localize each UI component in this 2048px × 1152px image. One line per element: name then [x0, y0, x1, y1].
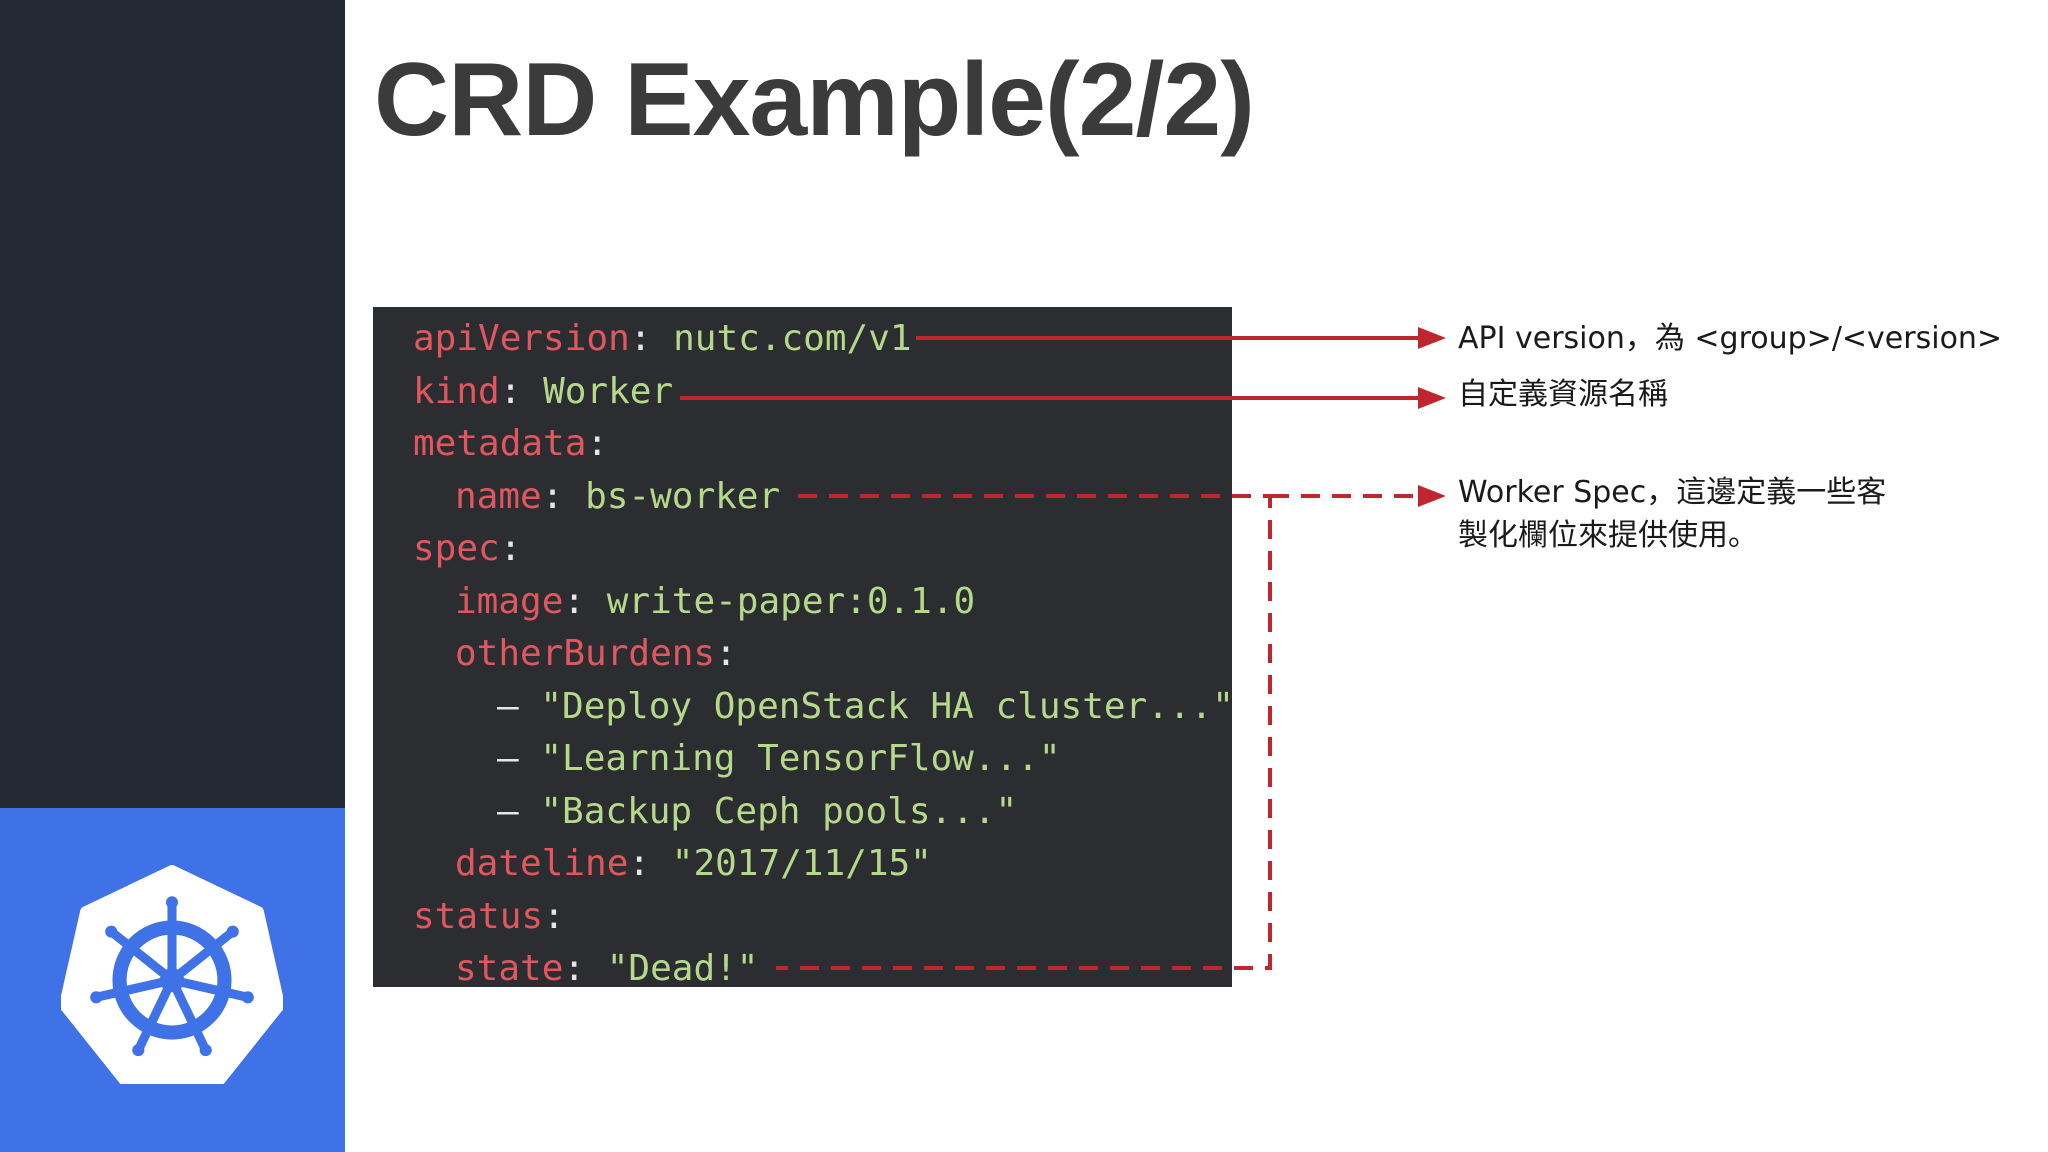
yaml-colon: : [499, 370, 522, 412]
yaml-colon: : [629, 318, 652, 359]
code-line-dateline: dateline: "2017/11/15" [413, 838, 1232, 891]
yaml-key: dateline [455, 843, 629, 884]
yaml-colon: : [715, 633, 737, 674]
spec-annotation-line-1: Worker Spec，這邊定義一些客 [1458, 475, 1887, 510]
api-version-annotation: API version，為 <group>/<version> [1458, 321, 2003, 356]
kubernetes-logo-icon [61, 865, 283, 1084]
kind-arrowhead-icon [1418, 387, 1446, 409]
yaml-key: kind [413, 370, 500, 412]
yaml-dash: – [497, 738, 541, 779]
yaml-key: spec [413, 528, 500, 569]
yaml-value: Worker [543, 370, 674, 412]
yaml-code-block: apiVersion: nutc.com/v1 kind: Worker met… [373, 307, 1234, 989]
yaml-dash: – [497, 790, 541, 832]
code-line-otherburdens: otherBurdens: [413, 628, 1232, 681]
code-line-status: status: [413, 891, 1232, 944]
code-line-spec: spec: [413, 523, 1232, 576]
api-version-arrowhead-icon [1418, 327, 1446, 349]
yaml-value: "2017/11/15" [671, 843, 932, 884]
yaml-value: "Dead!" [606, 948, 759, 989]
yaml-key: apiVersion [413, 318, 630, 359]
code-line-burden-item: – "Deploy OpenStack HA cluster..." [413, 681, 1234, 734]
yaml-value: "Deploy OpenStack HA cluster..." [540, 685, 1234, 727]
yaml-key: status [413, 895, 544, 937]
spec-annotation-line-2: 製化欄位來提供使用。 [1458, 518, 1758, 553]
code-line-metadata: metadata: [413, 418, 1232, 471]
spec-arrowhead-icon [1418, 485, 1446, 507]
code-line-image: image: write-paper:0.1.0 [413, 576, 1232, 629]
yaml-colon: : [586, 423, 609, 464]
yaml-value: "Backup Ceph pools..." [540, 790, 1018, 832]
kind-annotation: 自定義資源名稱 [1458, 377, 1668, 412]
code-line-burden-item: – "Backup Ceph pools..." [413, 786, 1232, 839]
yaml-colon: : [563, 580, 586, 622]
yaml-value: write-paper:0.1.0 [606, 580, 976, 622]
yaml-key: metadata [413, 423, 587, 464]
yaml-colon: : [563, 948, 586, 989]
yaml-key: otherBurdens [455, 633, 716, 674]
yaml-colon: : [628, 843, 651, 884]
yaml-value: "Learning TensorFlow..." [540, 738, 1061, 779]
code-line-burden-item: – "Learning TensorFlow..." [413, 733, 1232, 786]
code-line-apiversion: apiVersion: nutc.com/v1 [413, 313, 1232, 366]
yaml-key: state [455, 948, 564, 989]
yaml-colon: : [541, 475, 564, 517]
yaml-value: nutc.com/v1 [673, 318, 912, 359]
yaml-colon: : [499, 528, 522, 569]
sidebar-dark-panel [0, 0, 345, 808]
yaml-dash: – [497, 685, 541, 727]
code-line-name: name: bs-worker [413, 471, 1232, 524]
yaml-key: image [455, 580, 564, 622]
yaml-colon: : [543, 895, 565, 937]
yaml-key: name [455, 475, 542, 517]
yaml-value: bs-worker [585, 475, 781, 517]
code-line-kind: kind: Worker [413, 366, 1232, 419]
code-line-state: state: "Dead!" [413, 943, 1232, 996]
slide-title: CRD Example(2/2) [374, 42, 1255, 158]
